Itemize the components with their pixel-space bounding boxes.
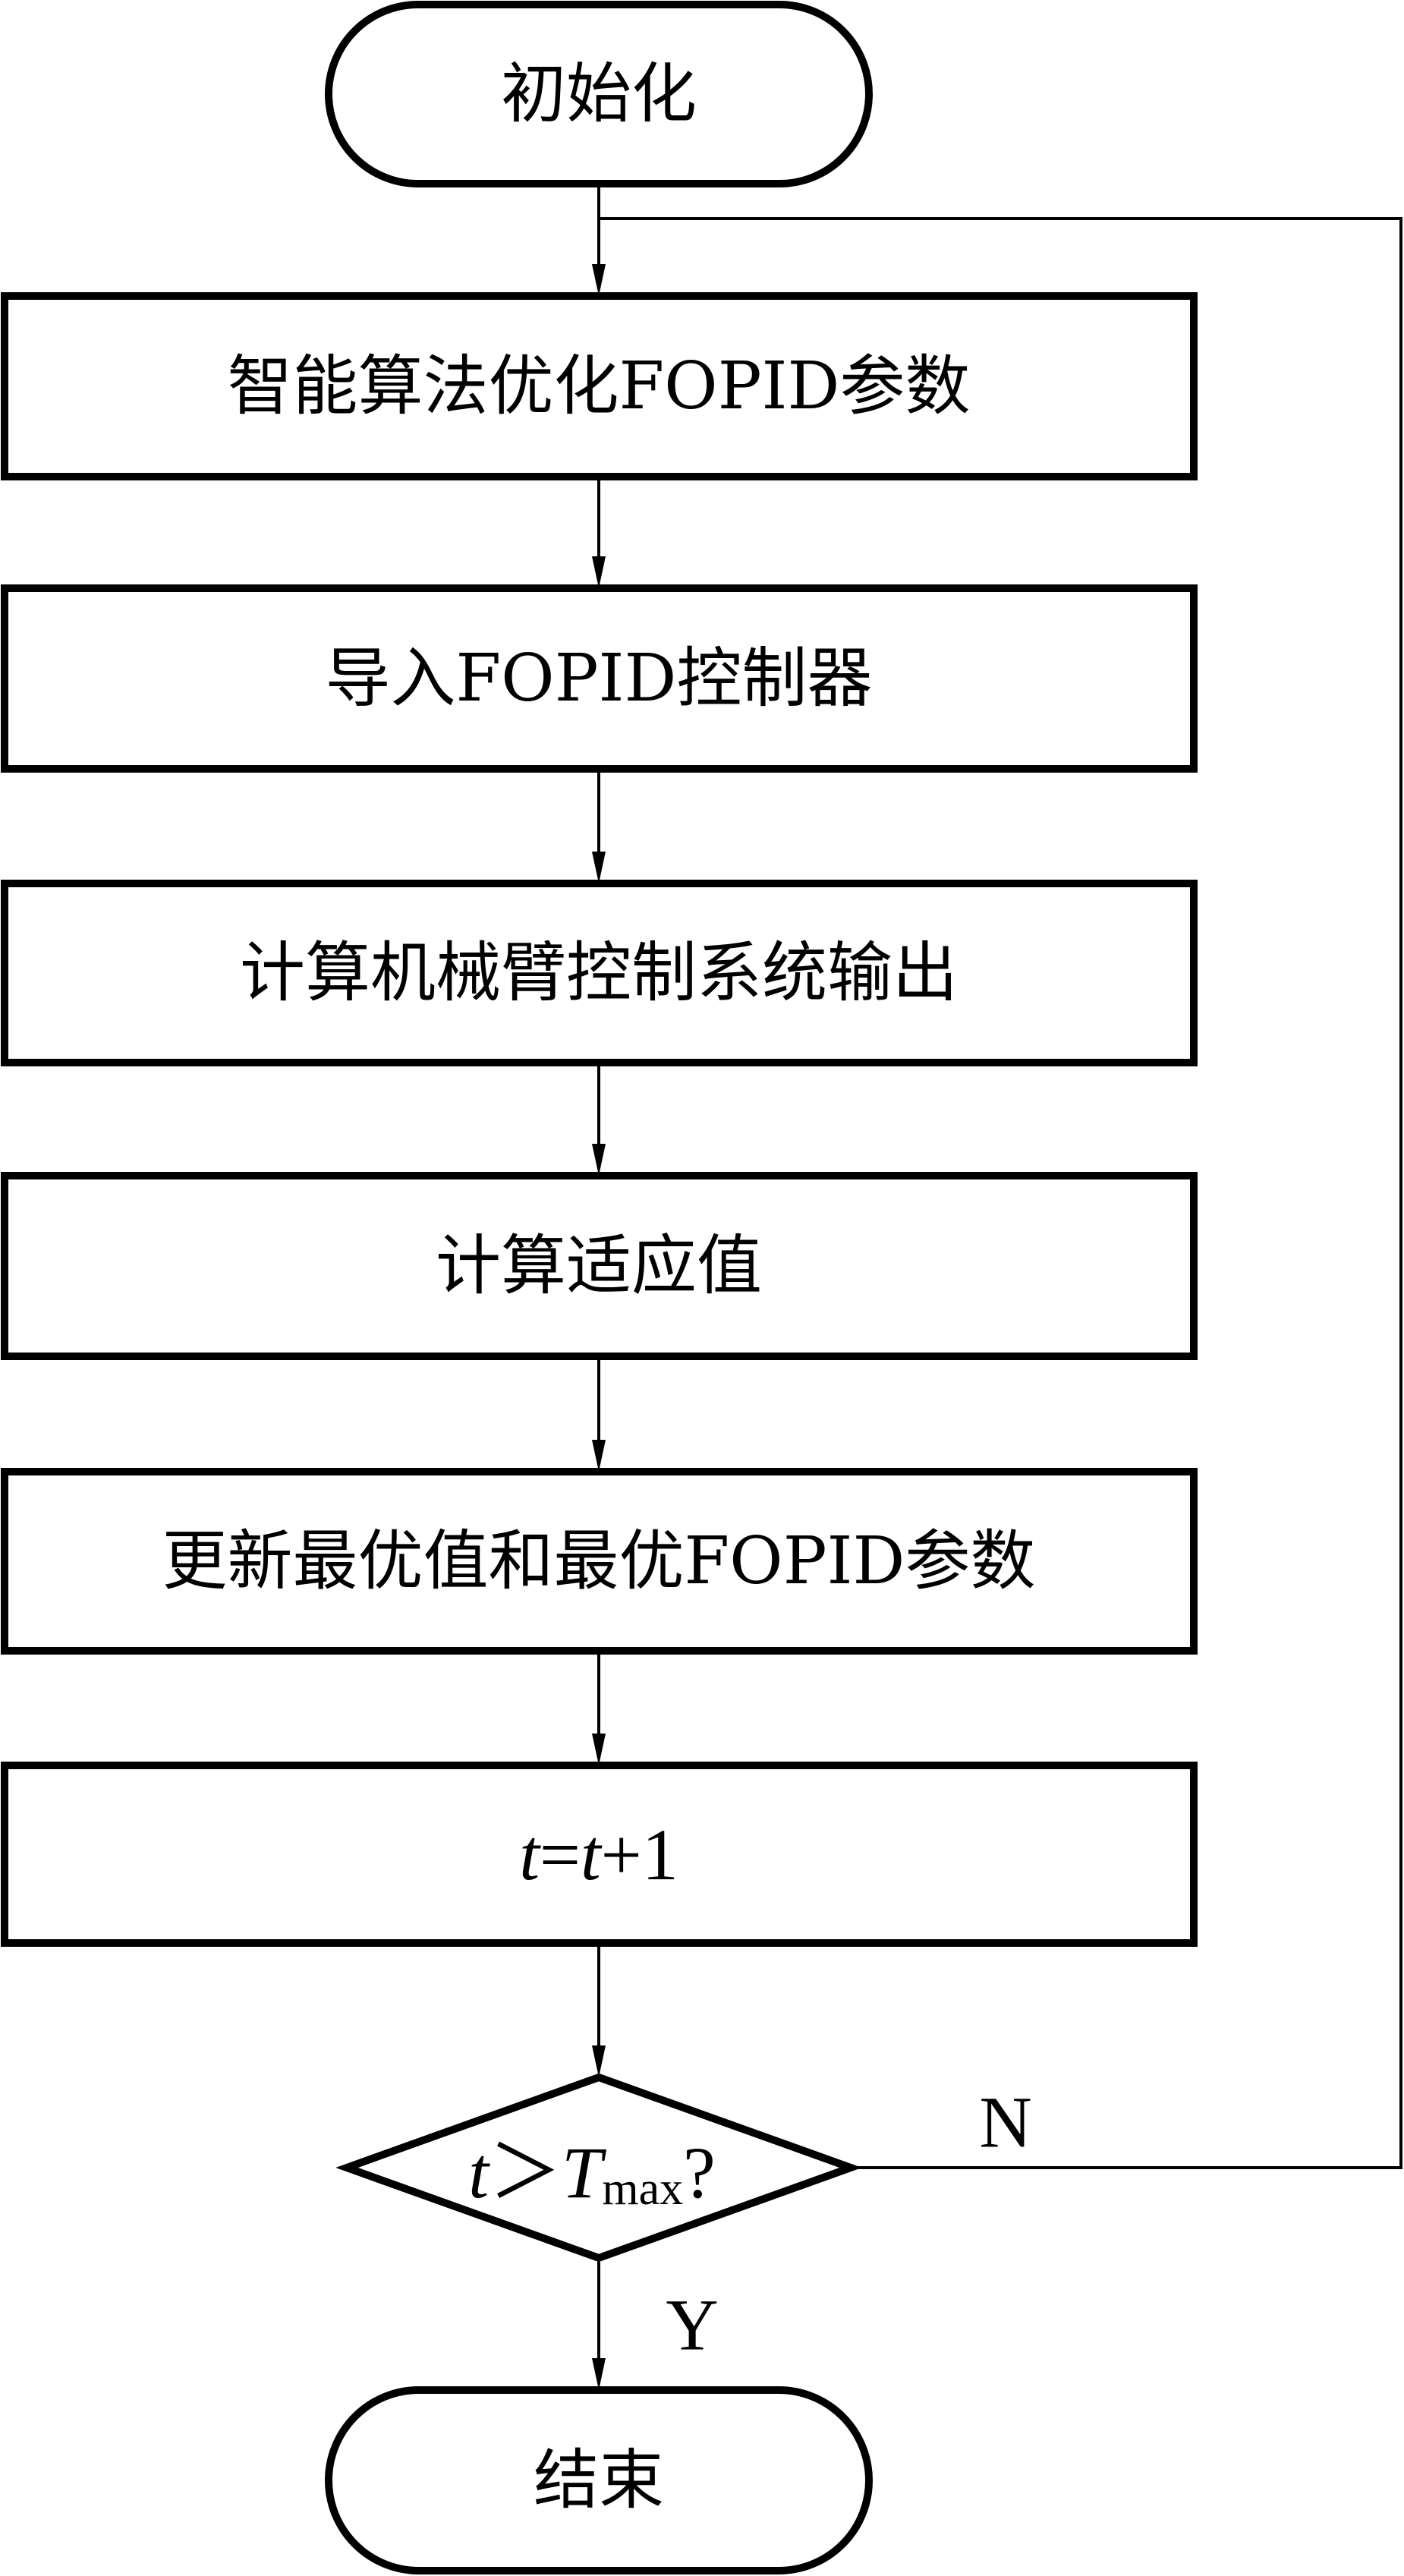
decision-subscript: max xyxy=(602,2163,683,2215)
branch-no-label: N xyxy=(979,2082,1031,2163)
decision-var: t xyxy=(468,2132,490,2213)
decision-node: t＞Tmax? xyxy=(335,2073,862,2263)
step-3-box xyxy=(1,880,1198,1066)
decision-bound: T xyxy=(562,2132,607,2213)
decision-operator: ＞ xyxy=(489,2132,562,2213)
end-terminal-shape xyxy=(325,2386,873,2574)
arrow-down-icon xyxy=(592,2358,606,2390)
step-1: 智能算法优化FOPID参数 xyxy=(1,292,1198,480)
var-t: t xyxy=(519,1814,541,1895)
step-2: 导入FOPID控制器 xyxy=(1,584,1198,773)
step-4-box xyxy=(1,1172,1198,1360)
loop-back-connector xyxy=(599,217,1402,2169)
start-node: 初始化 xyxy=(325,1,873,187)
step-1-box xyxy=(1,292,1198,480)
increment: +1 xyxy=(601,1814,678,1895)
step-5-label: 更新最优值和最优FOPID参数 xyxy=(162,1523,1036,1599)
step-3-label: 计算机械臂控制系统输出 xyxy=(240,935,958,1011)
var-t-2: t xyxy=(581,1814,603,1895)
equals-sign: = xyxy=(540,1814,581,1895)
branch-yes-label: Y xyxy=(666,2285,718,2366)
step-4: 计算适应值 xyxy=(1,1172,1198,1360)
arrow-down-icon xyxy=(592,852,606,883)
arrow-down-icon xyxy=(592,264,606,296)
step-2-label: 导入FOPID控制器 xyxy=(326,641,873,716)
step-5: 更新最优值和最优FOPID参数 xyxy=(1,1468,1198,1655)
end-node: 结束 xyxy=(325,2386,873,2574)
arrow-down-icon xyxy=(592,1734,606,1765)
step-6-label: t=t+1 xyxy=(519,1814,678,1895)
step-1-label: 智能算法优化FOPID参数 xyxy=(228,348,971,424)
arrow-down-icon xyxy=(592,2045,606,2077)
arrow-down-icon xyxy=(592,556,606,588)
end-label: 结束 xyxy=(534,2442,664,2518)
decision-condition: t＞Tmax? xyxy=(468,2132,715,2215)
step-6-box xyxy=(1,1762,1198,1947)
start-label: 初始化 xyxy=(501,56,697,132)
step-4-label: 计算适应值 xyxy=(436,1228,762,1304)
arrow-down-icon xyxy=(592,1440,606,1472)
arrow-down-icon xyxy=(592,1144,606,1176)
step-6: t=t+1 xyxy=(1,1762,1198,1947)
step-2-box xyxy=(1,584,1198,773)
step-3: 计算机械臂控制系统输出 xyxy=(1,880,1198,1066)
decision-suffix: ? xyxy=(683,2132,716,2213)
